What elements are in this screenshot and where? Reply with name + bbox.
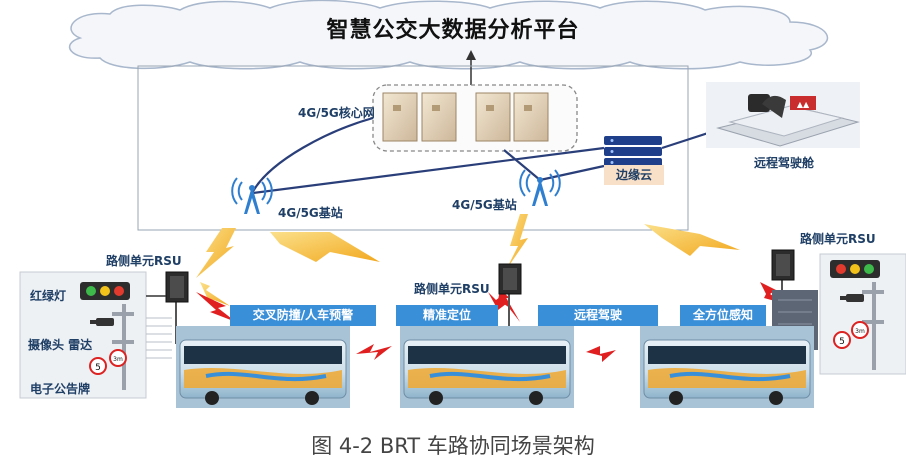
banner-collision-warning: 交叉防撞/人车预警 <box>230 305 376 326</box>
bus-left <box>176 326 350 408</box>
banner-precise-positioning: 精准定位 <box>396 305 498 326</box>
edge-cloud-server-icon <box>604 136 662 167</box>
remote-cabin-image: ▲▲ <box>706 82 860 148</box>
cloud-banner <box>68 0 829 70</box>
base-station-left-icon <box>231 177 273 214</box>
rsu-right-label: 路侧单元RSU <box>800 232 876 246</box>
bus-middle <box>400 326 574 408</box>
rsu-middle-device <box>498 263 522 330</box>
base-station-right-icon <box>519 169 561 206</box>
svg-text:3m: 3m <box>855 328 865 335</box>
platform-title: 智慧公交大数据分析平台 <box>326 18 580 43</box>
edge-cloud-label: 边缘云 <box>604 165 664 185</box>
wireless-links <box>196 214 740 306</box>
e-board-label: 电子公告牌 <box>30 382 91 396</box>
banner-remote-driving: 远程驾驶 <box>538 305 658 326</box>
bus-right <box>640 326 814 408</box>
core-network-label: 4G/5G核心网 <box>298 106 375 120</box>
banner-full-perception: 全方位感知 <box>680 305 766 326</box>
remote-cabin-label: 远程驾驶舱 <box>754 156 815 170</box>
base-station-left-label: 4G/5G基站 <box>278 206 343 220</box>
traffic-light-label: 红绿灯 <box>30 289 67 303</box>
speed-sign-text: 5 <box>95 363 101 373</box>
base-station-right-label: 4G/5G基站 <box>452 198 517 212</box>
network-frame <box>137 65 689 231</box>
svg-text:5: 5 <box>839 337 845 347</box>
rsu-left-device <box>165 271 189 344</box>
camera-radar-label: 摄像头 雷达 <box>28 338 93 352</box>
svg-text:▲▲: ▲▲ <box>797 100 810 109</box>
rsu-left-label: 路侧单元RSU <box>106 254 182 268</box>
figure-caption: 图 4-2 BRT 车路协同场景架构 <box>311 434 595 458</box>
height-sign-text: 3m <box>113 356 123 363</box>
rsu-middle-label: 路侧单元RSU <box>414 282 490 296</box>
left-equipment-panel: 5 3m <box>19 271 172 399</box>
core-network-servers <box>372 84 578 152</box>
